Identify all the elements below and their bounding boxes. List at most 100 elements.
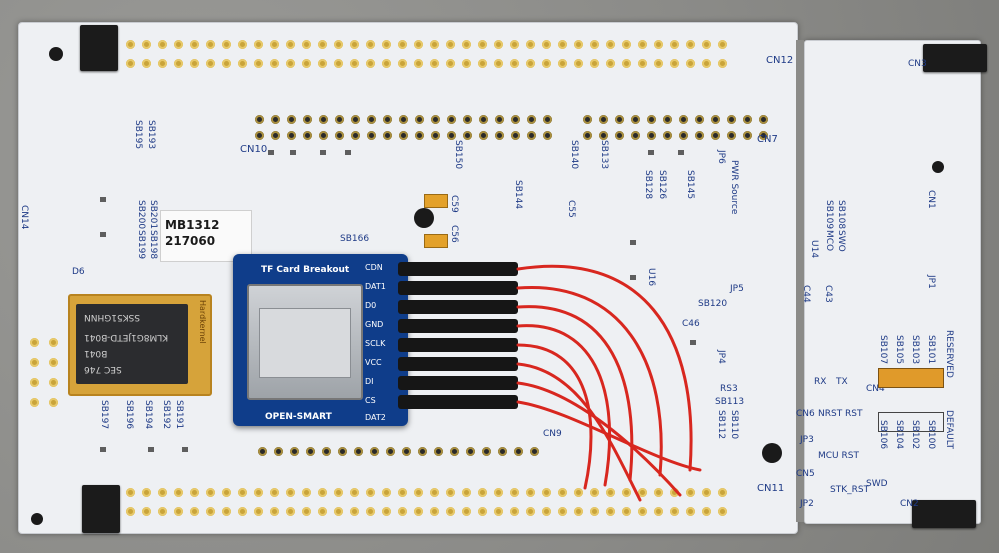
label-cn9: CN9 [543,429,562,439]
pad-cluster [30,378,58,387]
pad-cluster [30,338,58,347]
smd-component [100,197,106,202]
red-wire [516,362,642,502]
header-cn11-row1 [126,488,727,497]
smd-component [182,447,188,452]
wire-sleeve [398,395,518,409]
smd-component [268,150,274,155]
smd-component [630,240,636,245]
red-wire [516,343,593,490]
pin-label-d0: D0 [365,301,377,310]
smd-component [100,447,106,452]
red-wire [516,400,702,472]
header-cn7-row2 [583,131,768,140]
smd-component [320,150,326,155]
label-cn11: CN11 [757,483,785,494]
corner-jumper [80,25,118,71]
label-rx: RX [814,377,827,387]
label-mcu-rst: MCU RST [818,451,859,461]
label-c46: C46 [682,319,700,329]
pin-label-vcc: VCC [365,358,382,367]
pin-label-di: DI [365,377,374,386]
pin-label-cs: CS [365,396,376,405]
label-rs3: RS3 [720,384,738,394]
pin-label-gnd: GND [365,320,384,329]
label-cn2: CN2 [900,499,919,509]
solder-bridge-block [878,368,944,388]
board-gap [796,40,804,522]
header-cn12-row1 [126,40,727,49]
smd-component [678,150,684,155]
smd-component [345,150,351,155]
microsd-card-slot [247,284,363,400]
pin-label-cdn: CDN [365,263,383,272]
tf-card-breakout-board: TF Card Breakout OPEN-SMART CDN DAT1 D0 … [233,254,408,426]
corner-jumper [912,500,976,528]
label-tx: TX [836,377,848,387]
wire-sleeve [398,300,518,314]
emmc-chip: SSK51GHNN KLM8G1JETD-B041 B041 SEC 746 [76,304,188,384]
tantalum-capacitor [424,234,448,248]
emmc-module: SSK51GHNN KLM8G1JETD-B041 B041 SEC 746 H… [68,294,212,396]
smd-component [630,275,636,280]
corner-jumper [923,44,987,72]
header-cn10-row1 [255,115,552,124]
smd-component [290,150,296,155]
wire-sleeve [398,376,518,390]
label-cn3: CN3 [908,59,927,69]
wire-sleeve [398,281,518,295]
wire-sleeve [398,338,518,352]
red-wire [516,324,612,487]
sticker-line1: MB1312 [165,218,220,232]
red-wire [516,264,693,472]
board-label-sticker: MB1312 217060 [160,210,252,262]
tantalum-capacitor [424,194,448,208]
smd-component [100,232,106,237]
pad-cluster [30,398,58,407]
mounting-hole [414,208,434,228]
label-cn7: CN7 [757,134,778,145]
label-swd: SWD [866,479,888,489]
breakout-title: TF Card Breakout [261,265,350,275]
label-cn10: CN10 [240,144,268,155]
mounting-hole [932,161,944,173]
side-pcb [804,40,981,524]
microsd-card-slot-opening [259,308,351,378]
red-wire [516,285,663,477]
wire-sleeve [398,262,518,276]
label-nrst: NRST RST [818,409,863,419]
wire-sleeve [398,319,518,333]
mounting-hole [762,443,782,463]
header-cn7-row1 [583,115,768,124]
mounting-hole [31,513,43,525]
pad-cluster [30,358,58,367]
header-cn10-row2 [255,131,552,140]
pin-label-sclk: SCLK [365,339,386,348]
smd-component [148,447,154,452]
pin-label-dat1: DAT1 [365,282,386,291]
breakout-brand: OPEN-SMART [265,412,332,422]
header-cn12-row2 [126,59,727,68]
label-d6: D6 [72,267,85,277]
label-cn4: CN4 [866,384,885,394]
label-sb166: SB166 [340,234,370,244]
label-jp3: JP3 [800,435,814,445]
label-cn6: CN6 [796,409,815,419]
red-wire [516,305,634,482]
corner-jumper [82,485,120,533]
label-stk-rst: STK_RST [830,485,870,495]
smd-component [690,340,696,345]
wire-sleeve [398,357,518,371]
smd-component [648,150,654,155]
label-jp2: JP2 [800,499,814,509]
header-cn11-row2 [126,507,727,516]
header-bottom-row-short [258,447,539,456]
label-sb113: SB113 [715,397,745,407]
mounting-hole [49,47,63,61]
label-sb120: SB120 [698,299,728,309]
label-cn5: CN5 [796,469,815,479]
solder-bridge-block [878,412,944,432]
label-cn12: CN12 [766,55,794,66]
